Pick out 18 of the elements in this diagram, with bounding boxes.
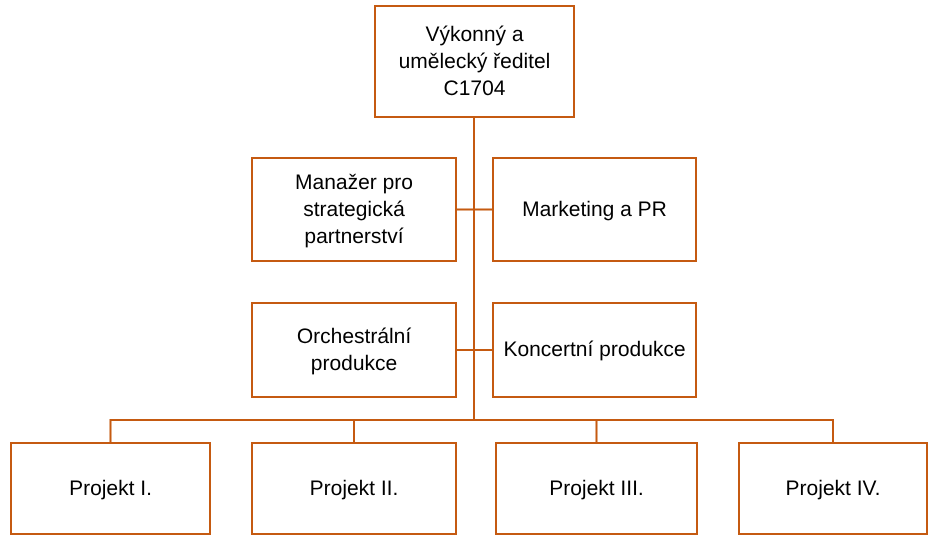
org-box xyxy=(251,442,457,535)
box-label: Projekt I. xyxy=(69,476,152,502)
org-box xyxy=(374,5,575,118)
org-box xyxy=(738,442,928,535)
org-box xyxy=(251,157,457,262)
box-label: Projekt II. xyxy=(310,476,398,502)
org-box xyxy=(10,442,211,535)
org-box xyxy=(495,442,698,535)
box-label: Manažer pro strategická partnerství xyxy=(294,170,414,250)
org-box xyxy=(492,157,697,262)
box-label: Orchestrální produkce xyxy=(296,324,412,377)
box-label: Projekt III. xyxy=(549,476,644,502)
box-label: Marketing a PR xyxy=(522,196,667,223)
org-box xyxy=(251,302,457,398)
box-label: Koncertní produkce xyxy=(503,337,686,364)
box-label: Projekt IV. xyxy=(786,476,880,502)
box-label: Výkonný a umělecký ředitel C1704 xyxy=(398,22,552,102)
org-box xyxy=(492,302,697,398)
